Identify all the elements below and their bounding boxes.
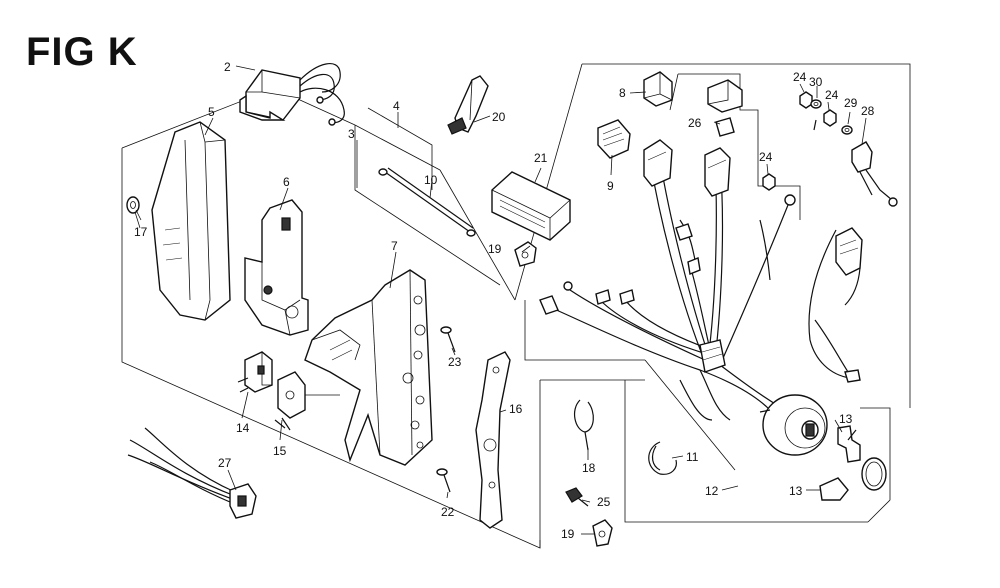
part-2-unit — [239, 63, 345, 126]
callout-2: 2 — [224, 60, 231, 74]
part-6-bracket — [244, 199, 309, 336]
callout-26: 26 — [688, 116, 702, 130]
callout-24b: 24 — [825, 88, 839, 102]
callout-4: 4 — [393, 99, 400, 113]
callout-28: 28 — [861, 104, 875, 118]
callout-22: 22 — [441, 505, 455, 519]
part-5-cover — [151, 121, 231, 321]
part-7-panel — [304, 269, 433, 466]
part-22-screw — [436, 468, 451, 493]
part-30-washer — [810, 99, 822, 131]
part-13-keys — [819, 425, 887, 501]
callout-8: 8 — [619, 86, 626, 100]
callout-13a: 13 — [839, 412, 853, 426]
callout-23: 23 — [448, 355, 462, 369]
callout-19b: 19 — [561, 527, 575, 541]
callout-29: 29 — [844, 96, 858, 110]
leader-lines — [135, 65, 867, 535]
callout-27: 27 — [218, 456, 232, 470]
part-16-plate — [475, 351, 511, 529]
part-17-grommet — [126, 196, 141, 229]
part-19-clip-lower — [592, 519, 613, 547]
part-29-washer — [841, 125, 853, 135]
callout-16: 16 — [509, 402, 523, 416]
part-21-block — [491, 171, 571, 241]
part-9-connector — [597, 119, 631, 159]
terminal-block-right — [835, 227, 863, 306]
part-25-bolt — [565, 487, 589, 507]
part-23-screw — [440, 326, 456, 353]
callout-3: 3 — [348, 127, 355, 141]
callout-13b: 13 — [789, 484, 803, 498]
callout-25: 25 — [597, 495, 611, 509]
callout-10: 10 — [424, 173, 438, 187]
part-28-terminal — [851, 141, 898, 207]
part-11-clamp — [648, 441, 677, 475]
callout-18: 18 — [582, 461, 596, 475]
part-14-switch — [237, 351, 273, 393]
callout-15: 15 — [273, 444, 287, 458]
callout-24c: 24 — [759, 150, 773, 164]
group-outlines — [121, 63, 911, 549]
part-10-rod — [378, 167, 476, 237]
callout-20: 20 — [492, 110, 506, 124]
key-switch — [759, 394, 828, 456]
part-8-relay — [643, 71, 673, 107]
part-19-clip-upper — [514, 241, 537, 267]
callout-9: 9 — [607, 179, 614, 193]
callout-17: 17 — [134, 225, 148, 239]
callout-labels: 2 3 4 5 6 7 8 9 10 11 12 13 13 14 15 16 … — [134, 60, 875, 541]
callout-5: 5 — [208, 105, 215, 119]
callout-6: 6 — [283, 175, 290, 189]
figure-title: FIG K — [26, 30, 138, 74]
part-18-tie — [573, 399, 594, 451]
callout-12: 12 — [705, 484, 719, 498]
callout-14: 14 — [236, 421, 250, 435]
part-26-cap — [707, 79, 743, 137]
callout-30: 30 — [809, 75, 823, 89]
part-27-lead — [127, 427, 257, 519]
part-15-switch — [274, 371, 340, 431]
part-24-nuts — [762, 91, 837, 191]
callout-24a: 24 — [793, 70, 807, 84]
callout-19a: 19 — [488, 242, 502, 256]
callout-11: 11 — [686, 450, 699, 464]
part-12-harness — [539, 139, 861, 421]
callout-7: 7 — [391, 239, 398, 253]
callout-21: 21 — [534, 151, 548, 165]
part-20-clip — [447, 75, 489, 135]
